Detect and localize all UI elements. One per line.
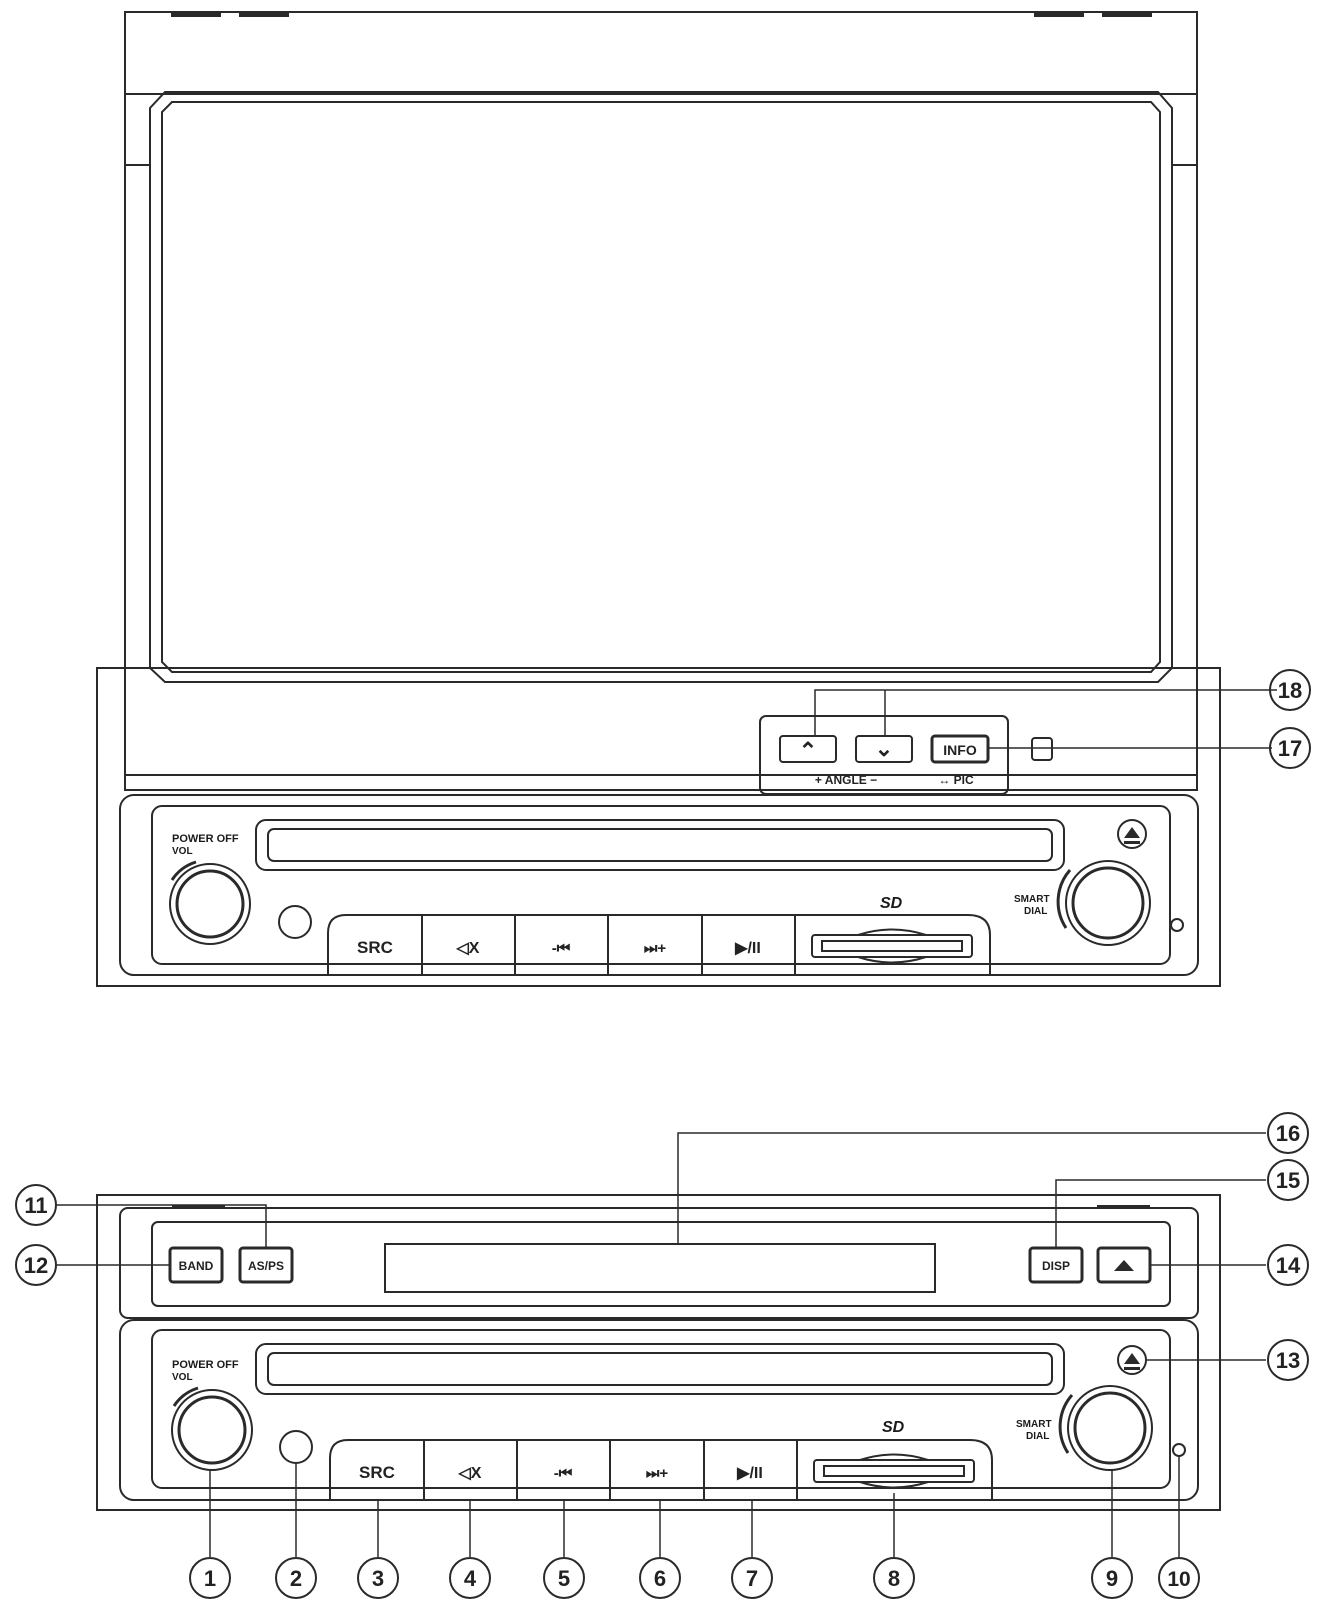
callout-4: 4 bbox=[464, 1566, 477, 1591]
monitor-top-tab-right-2 bbox=[1102, 11, 1152, 17]
callout-3: 3 bbox=[372, 1566, 384, 1591]
disc-slot bbox=[255, 819, 1065, 871]
callout-circles bbox=[15, 669, 1311, 1599]
ir-sensor bbox=[1031, 737, 1053, 761]
leader-lines bbox=[56, 689, 1277, 1557]
reset-hole[interactable] bbox=[1170, 918, 1184, 932]
eject-button[interactable] bbox=[1117, 819, 1147, 849]
dial-label: DIAL bbox=[1024, 906, 1047, 917]
disc-slot bbox=[255, 1343, 1065, 1395]
upper-lower-housing bbox=[96, 667, 1221, 987]
monitor-top-tab-left-2 bbox=[239, 11, 289, 17]
pic-caption: ↔ PIC bbox=[938, 773, 974, 787]
dial-label: DIAL bbox=[1026, 1431, 1049, 1442]
angle-up-label[interactable]: ⌃ bbox=[799, 738, 817, 763]
smart-dial[interactable] bbox=[1067, 1385, 1153, 1471]
lower-housing bbox=[96, 1194, 1221, 1511]
smart-label: SMART bbox=[1014, 894, 1050, 905]
sd-card-slot bbox=[811, 934, 973, 958]
screen bbox=[161, 101, 1161, 673]
callout-13: 13 bbox=[1276, 1348, 1300, 1373]
src-button-label[interactable]: SRC bbox=[357, 938, 393, 957]
upper-unit bbox=[96, 11, 1221, 987]
upper-faceplate bbox=[119, 794, 1199, 976]
smart-dial[interactable] bbox=[1065, 860, 1151, 946]
monitor-top-tab-right-1 bbox=[1034, 11, 1084, 17]
power-off-label: POWER OFF bbox=[172, 833, 239, 845]
callout-7: 7 bbox=[746, 1566, 758, 1591]
disp-button-label[interactable]: DISP bbox=[1042, 1259, 1070, 1273]
callout-11: 11 bbox=[24, 1193, 47, 1218]
top-panel bbox=[119, 1207, 1199, 1319]
next-button-label[interactable]: ⏭+ bbox=[646, 1465, 669, 1482]
button-row bbox=[327, 914, 991, 975]
monitor-top-tab-left-1 bbox=[171, 11, 221, 17]
callout-15: 15 bbox=[1276, 1168, 1300, 1193]
info-button[interactable] bbox=[930, 734, 990, 764]
callout-18: 18 bbox=[1278, 678, 1302, 703]
angle-down-label[interactable]: ⌄ bbox=[875, 736, 893, 761]
vol-label: VOL bbox=[172, 1372, 193, 1383]
volume-knob[interactable] bbox=[169, 863, 251, 945]
remote-sensor bbox=[278, 905, 312, 939]
prev-button-label[interactable]: -⏮ bbox=[554, 1465, 573, 1482]
callout-12: 12 bbox=[24, 1253, 48, 1278]
callout-9: 9 bbox=[1106, 1566, 1118, 1591]
callout-10: 10 bbox=[1167, 1568, 1190, 1591]
angle-up-button[interactable] bbox=[779, 735, 837, 763]
play-pause-button-label[interactable]: ▶/II bbox=[734, 940, 761, 957]
reset-hole[interactable] bbox=[1172, 1443, 1186, 1457]
sd-logo: SD bbox=[880, 895, 903, 912]
prev-button-label[interactable]: -⏮ bbox=[552, 940, 571, 957]
remote-sensor bbox=[279, 1430, 313, 1464]
callout-14: 14 bbox=[1276, 1253, 1301, 1278]
callout-17: 17 bbox=[1278, 736, 1302, 761]
monitor-housing bbox=[124, 11, 1198, 791]
mute-button-label[interactable]: ◁X bbox=[458, 1465, 482, 1482]
power-off-label: POWER OFF bbox=[172, 1359, 239, 1371]
smart-label: SMART bbox=[1016, 1419, 1052, 1430]
lcd-display bbox=[384, 1243, 936, 1293]
callout-5: 5 bbox=[558, 1566, 570, 1591]
play-pause-button-label[interactable]: ▶/II bbox=[736, 1465, 763, 1482]
angle-down-button[interactable] bbox=[855, 735, 913, 763]
asps-button-label[interactable]: AS/PS bbox=[248, 1259, 284, 1273]
screen-bezel bbox=[149, 91, 1173, 683]
button-row bbox=[329, 1439, 993, 1500]
band-button-label[interactable]: BAND bbox=[179, 1259, 214, 1273]
sd-card-slot bbox=[813, 1459, 975, 1483]
src-button-label[interactable]: SRC bbox=[359, 1463, 395, 1482]
callout-16: 16 bbox=[1276, 1121, 1300, 1146]
info-label[interactable]: INFO bbox=[943, 742, 977, 758]
sd-logo: SD bbox=[882, 1419, 905, 1436]
volume-knob[interactable] bbox=[171, 1389, 253, 1471]
lower-unit bbox=[96, 1194, 1221, 1511]
mute-button-label[interactable]: ◁X bbox=[456, 940, 480, 957]
lower-faceplate bbox=[119, 1319, 1199, 1501]
callout-6: 6 bbox=[654, 1566, 666, 1591]
vol-label: VOL bbox=[172, 846, 193, 857]
callout-2: 2 bbox=[290, 1566, 302, 1591]
next-button-label[interactable]: ⏭+ bbox=[644, 940, 667, 957]
angle-caption: + ANGLE − bbox=[815, 773, 877, 787]
callout-8: 8 bbox=[888, 1566, 900, 1591]
callout-1: 1 bbox=[204, 1566, 216, 1591]
